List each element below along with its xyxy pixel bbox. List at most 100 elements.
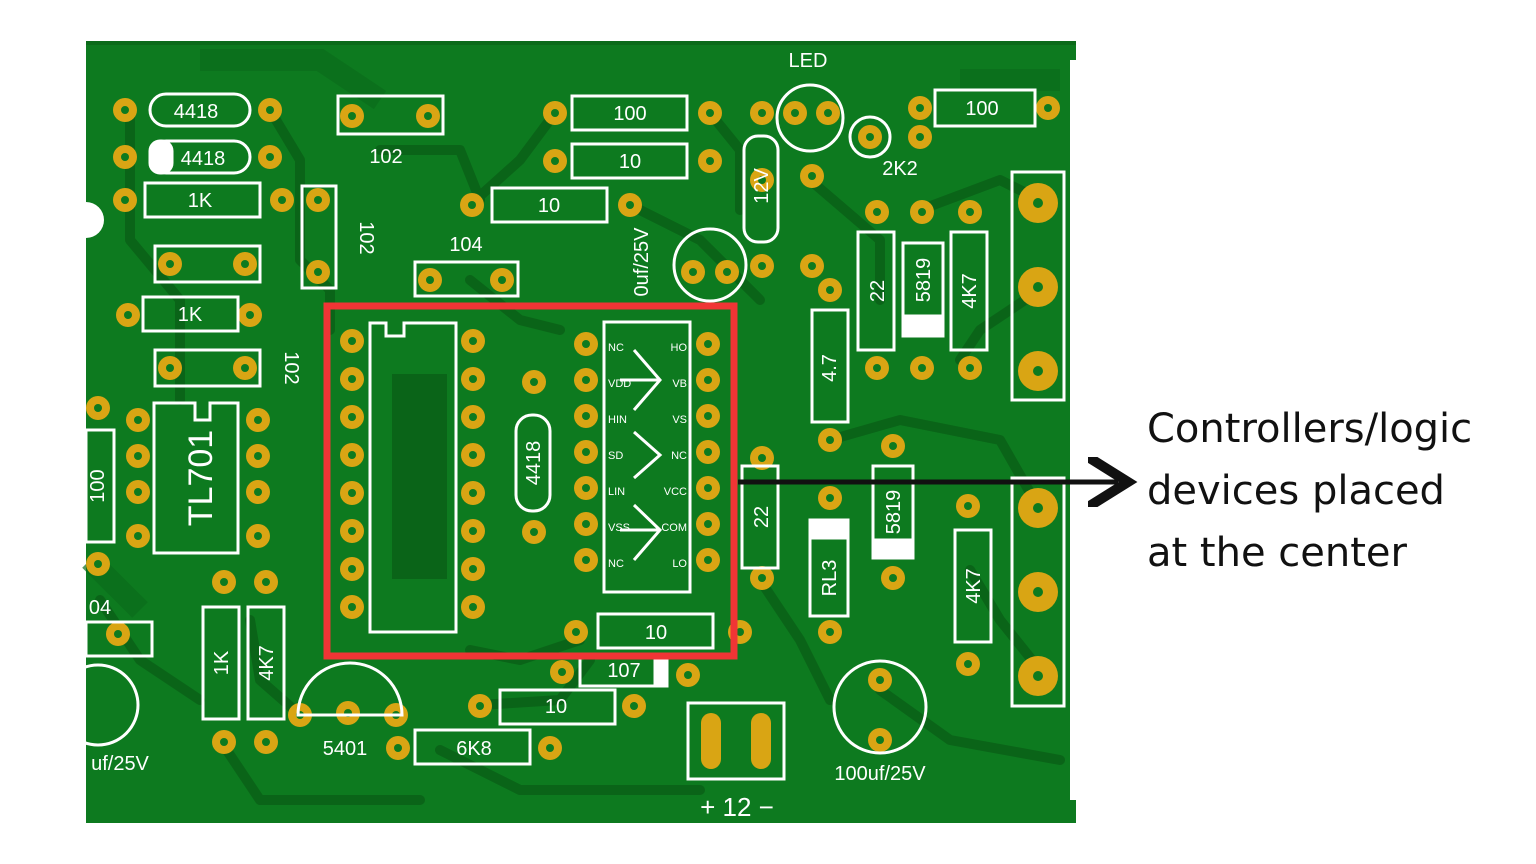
pad-hole <box>704 412 712 420</box>
pad-hole <box>582 520 590 528</box>
pad-hole <box>582 340 590 348</box>
label-r10-a: 10 <box>619 151 641 173</box>
pad-hole <box>684 671 692 679</box>
pad-hole <box>546 744 554 752</box>
highlight-box <box>323 302 738 660</box>
pad-hole <box>704 376 712 384</box>
dip-ic-16 <box>368 321 458 634</box>
driver-pin-label: HO <box>671 342 688 354</box>
pad-hole <box>166 260 174 268</box>
pad-hole <box>469 603 477 611</box>
pad-hole <box>873 208 881 216</box>
pad-hole <box>1044 104 1052 112</box>
silkscreen-components <box>56 83 1037 781</box>
label-r1k-c: 1K <box>211 650 233 675</box>
pad-hole <box>469 451 477 459</box>
driver-pin-label: VS <box>672 414 687 426</box>
pad-hole <box>348 337 356 345</box>
pad-hole <box>808 262 816 270</box>
gate-driver-ic <box>602 320 692 594</box>
pad-hole <box>469 489 477 497</box>
driver-pin-label: NC <box>608 342 624 354</box>
pad-hole <box>134 488 142 496</box>
callout-text: Controllers/logic devices placed at the … <box>1147 398 1527 584</box>
pad-hole <box>558 668 566 676</box>
pad-hole <box>704 484 712 492</box>
pad-hole <box>876 736 884 744</box>
pad-hole <box>476 702 484 710</box>
pad-hole <box>314 196 322 204</box>
label-ic-tl701: TL701 <box>182 430 220 526</box>
pad-hole <box>704 448 712 456</box>
pad-hole <box>966 364 974 372</box>
pad-hole <box>262 578 270 586</box>
pad-hole <box>134 416 142 424</box>
driver-pin-label: COM <box>661 522 687 534</box>
pad-hole <box>220 738 228 746</box>
pad-hole <box>964 502 972 510</box>
label-led: LED <box>789 50 828 72</box>
pad-hole <box>758 574 766 582</box>
pad-hole <box>254 532 262 540</box>
label-r2k2: 2K2 <box>882 158 918 180</box>
label-c102-a: 102 <box>369 146 402 168</box>
pad-hole <box>124 311 132 319</box>
driver-pin-label: LO <box>672 558 687 570</box>
pad-hole <box>551 109 559 117</box>
label-r10-d: 10 <box>545 696 567 718</box>
pad-hole <box>266 153 274 161</box>
pad-hole <box>706 157 714 165</box>
driver-pin-label: VCC <box>664 486 687 498</box>
pad-hole <box>723 268 731 276</box>
label-r4k7-b: 4K7 <box>963 568 985 604</box>
pad-hole <box>220 578 228 586</box>
pad-hole <box>426 276 434 284</box>
pad-hole <box>94 404 102 412</box>
pad-hole <box>348 413 356 421</box>
pad-hole <box>241 364 249 372</box>
pad-hole <box>916 133 924 141</box>
pad-hole <box>966 208 974 216</box>
callout-line-2: devices placed <box>1147 468 1445 514</box>
label-power: + 12 − <box>700 792 774 822</box>
component-labels: 4418 4418 1K 1K 102 104 100 10 10 LED 10… <box>89 50 999 822</box>
pad-hole <box>114 630 122 638</box>
driver-pin-label: VDD <box>608 378 631 390</box>
pad-hole <box>94 560 102 568</box>
label-cap-left: uf/25V <box>91 753 149 775</box>
pad-hole <box>262 738 270 746</box>
pad-hole <box>469 375 477 383</box>
label-r4k7-a: 4K7 <box>959 273 981 309</box>
label-r1k-a: 1K <box>188 190 213 212</box>
pad-hole <box>964 660 972 668</box>
pad-hole <box>134 532 142 540</box>
label-rl3: RL3 <box>819 560 841 597</box>
label-r22-b: 22 <box>751 506 773 528</box>
pad-hole <box>530 378 538 386</box>
pad-hole <box>626 201 634 209</box>
pad-hole <box>278 196 286 204</box>
pad-hole <box>826 628 834 636</box>
label-zener-12v: 12V <box>751 168 773 204</box>
label-c107: 107 <box>607 660 640 682</box>
pad-hole <box>736 628 744 636</box>
pad-hole <box>348 375 356 383</box>
pad-hole <box>314 268 322 276</box>
label-q5401: 5401 <box>323 738 368 760</box>
pad-hole <box>889 574 897 582</box>
label-r4418-top: 4418 <box>174 101 219 123</box>
pad-hole <box>866 133 874 141</box>
pad-hole <box>572 628 580 636</box>
pad-hole <box>704 520 712 528</box>
label-r10-c: 10 <box>645 622 667 644</box>
label-r100-c: 100 <box>87 469 109 502</box>
driver-pin-label: NC <box>608 558 624 570</box>
label-c102-c: 102 <box>280 351 302 384</box>
pad-hole <box>348 112 356 120</box>
pad-hole <box>348 527 356 535</box>
pad-hole <box>469 565 477 573</box>
label-d5819-a: 5819 <box>913 258 935 303</box>
